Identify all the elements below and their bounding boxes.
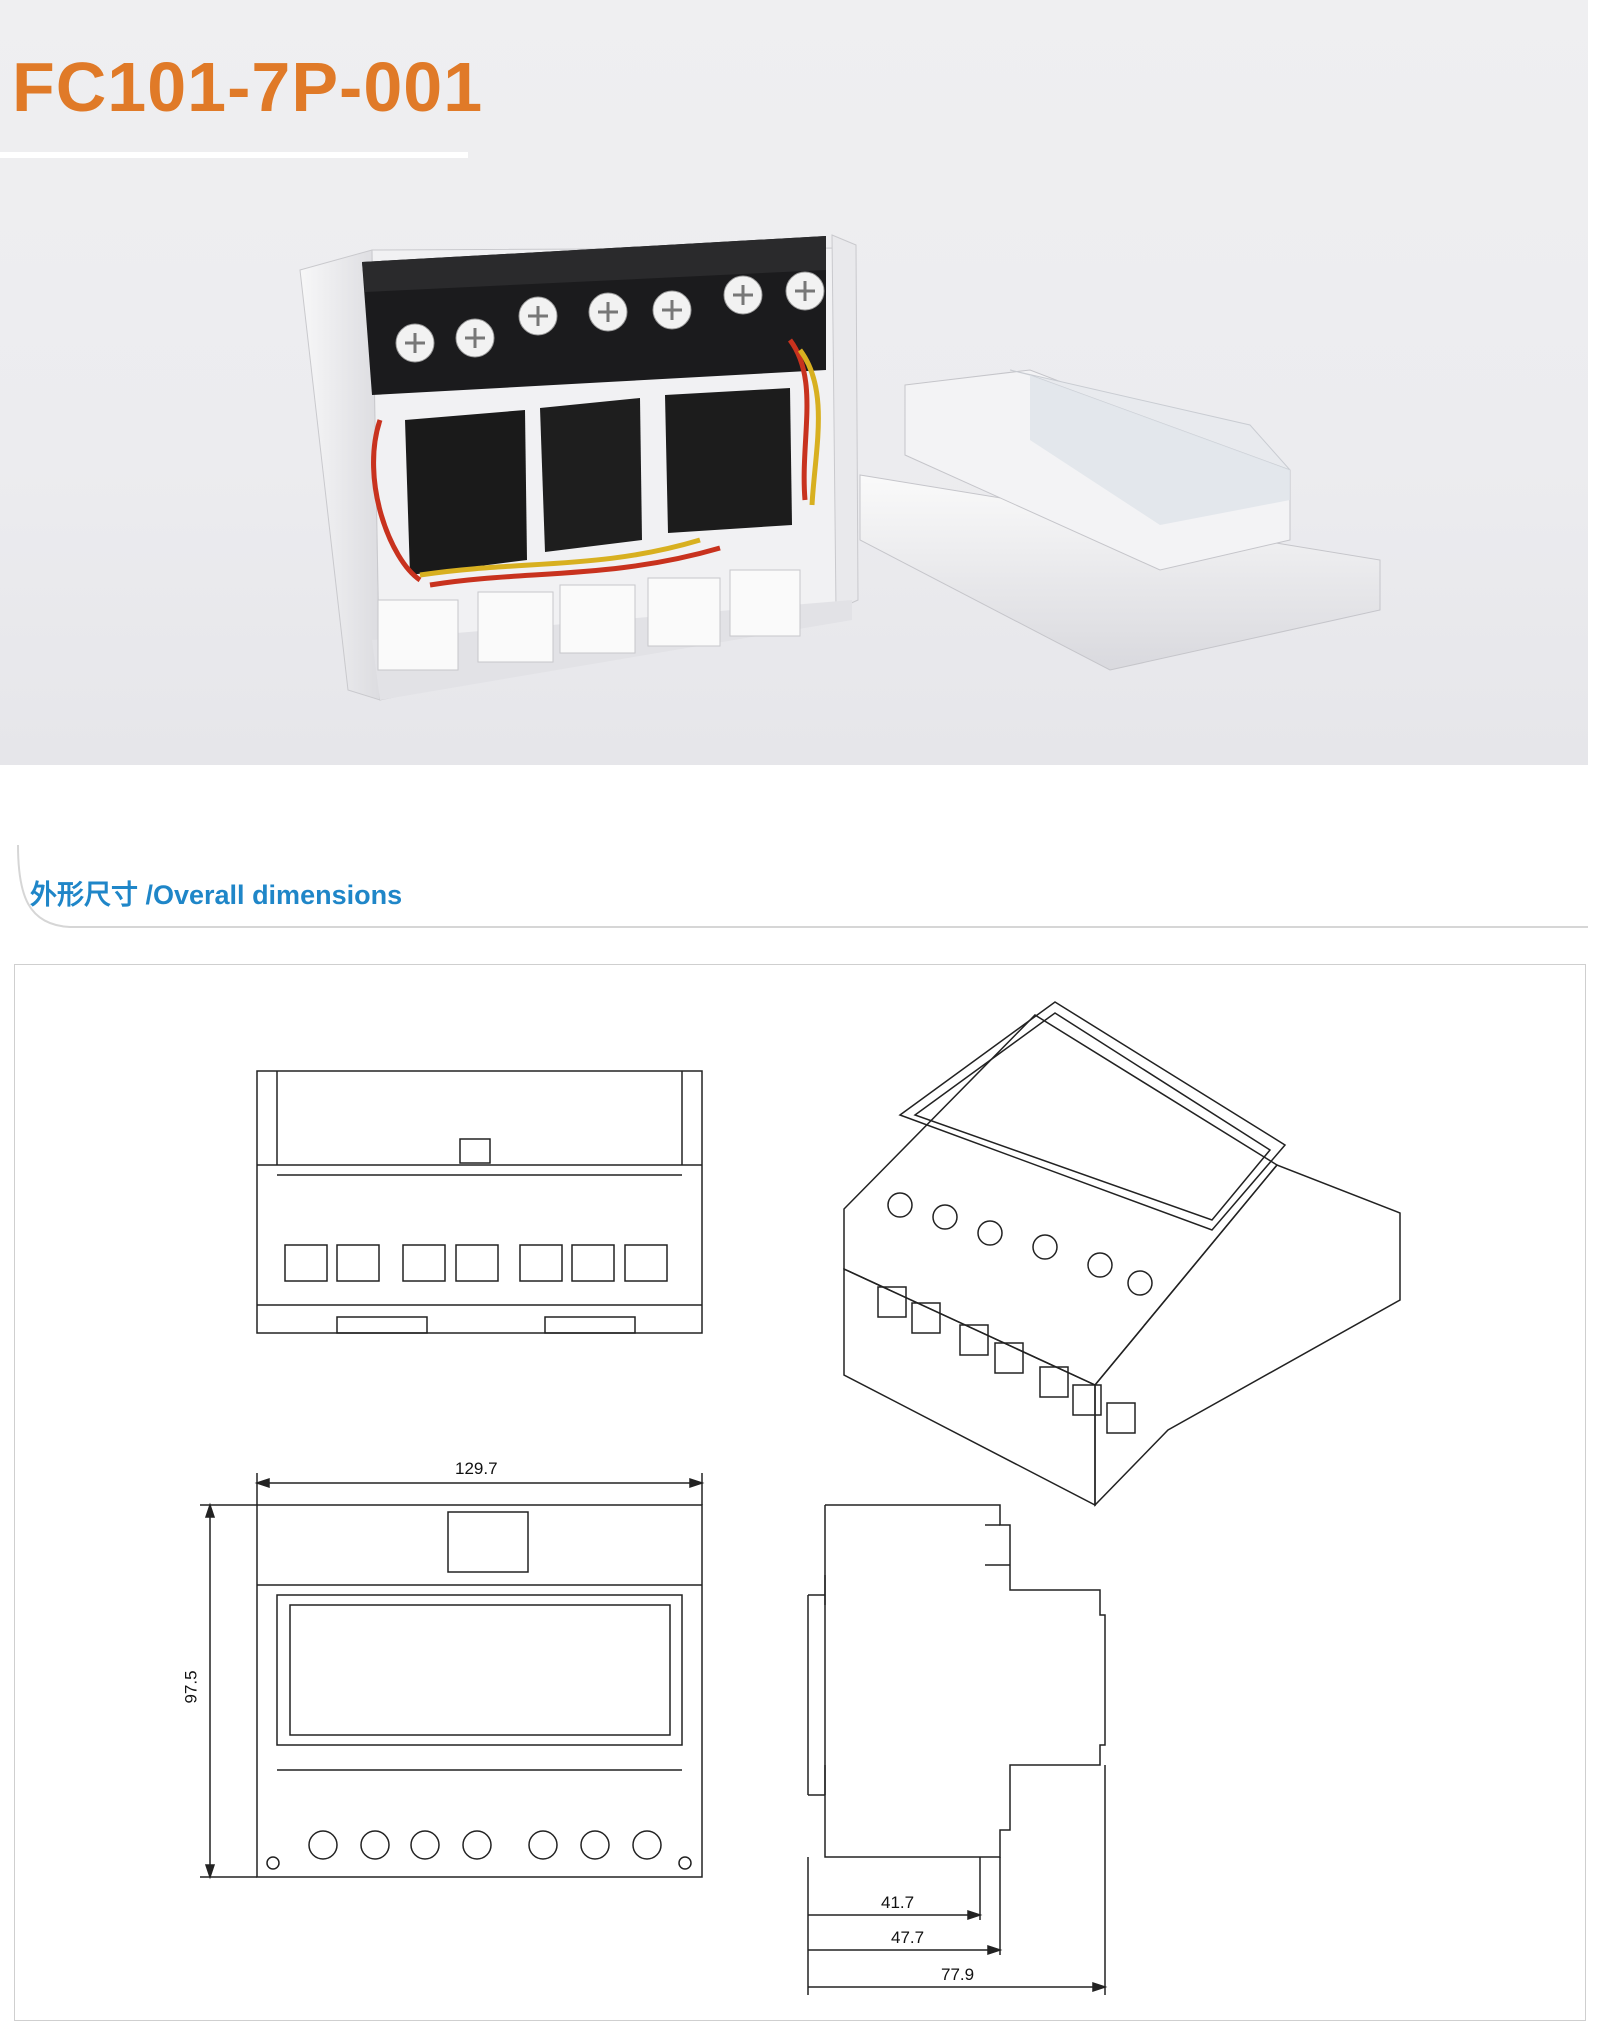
dimension-depth-77-label: 77.9 (941, 1965, 975, 1984)
section-divider (17, 845, 1588, 928)
front-view (256, 1070, 703, 1334)
enclosure-photo-illustration (299, 234, 1381, 701)
dimension-height-label: 97.5 (181, 1670, 201, 1704)
isometric-view (843, 1001, 1401, 1507)
enclosure-lid (859, 369, 1381, 671)
height-dimension-line (200, 1502, 257, 1880)
relays (405, 388, 792, 575)
dimension-drawings (200, 1001, 1401, 1995)
product-photo: FC101-7P-001 (0, 0, 1588, 765)
terminal-screws (395, 271, 825, 363)
product-title: FC101-7P-001 (12, 48, 484, 126)
depth-dimension-lines (807, 1765, 1108, 1995)
section-header: 外形尺寸 /Overall dimensions (0, 845, 1588, 930)
section-title: 外形尺寸 /Overall dimensions (30, 880, 403, 910)
side-view (807, 1504, 1106, 1858)
dimension-width-label: 129.7 (455, 1459, 498, 1478)
width-dimension-line (254, 1473, 705, 1505)
technical-drawing-panel: 129.7 97.5 41.7 47.7 77.9 (14, 964, 1586, 2021)
dimension-depth-41-label: 41.7 (881, 1893, 915, 1912)
bottom-view (256, 1504, 703, 1878)
dimension-depth-47-label: 47.7 (891, 1928, 925, 1947)
title-underline (0, 152, 468, 158)
wires (371, 338, 821, 588)
bottom-terminals (377, 569, 801, 671)
